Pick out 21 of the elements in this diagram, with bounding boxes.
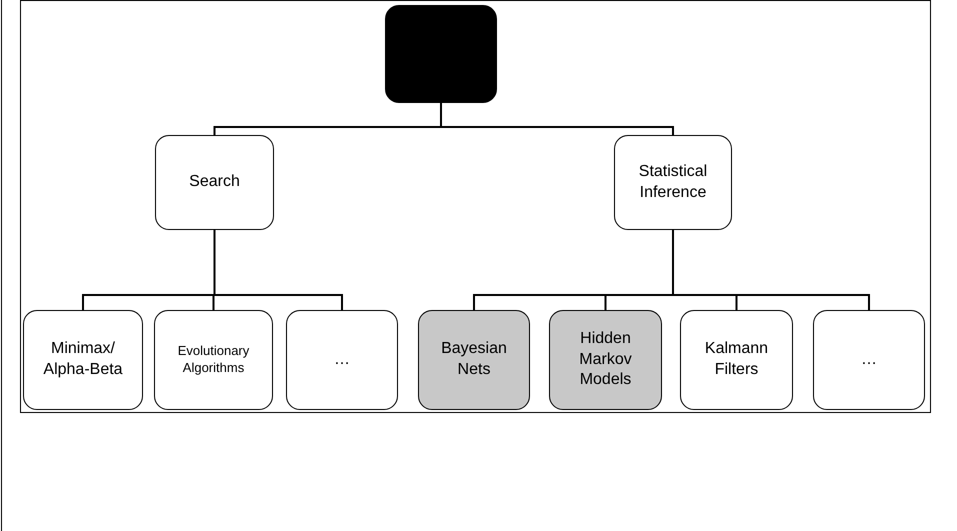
node-label: Evolutionary Algorithms bbox=[176, 343, 250, 377]
node-label: Statistical Inference bbox=[638, 162, 708, 202]
node-label: Bayesian Nets bbox=[440, 339, 508, 380]
connector-line bbox=[440, 103, 674, 135]
rounded-box bbox=[680, 310, 793, 410]
node-label: … bbox=[861, 350, 877, 370]
rounded-box bbox=[549, 310, 662, 410]
node-label: Minimax/ Alpha-Beta bbox=[42, 339, 124, 380]
node-label: … bbox=[334, 350, 350, 370]
node-label: Hidden Markov Models bbox=[578, 328, 633, 390]
filled-box bbox=[385, 5, 497, 103]
rounded-box bbox=[155, 135, 274, 230]
rounded-box bbox=[418, 310, 530, 410]
node-label: Search bbox=[189, 172, 240, 192]
rounded-box bbox=[813, 310, 925, 410]
connector-line bbox=[672, 230, 870, 310]
rounded-box bbox=[23, 310, 143, 410]
rounded-box bbox=[154, 310, 273, 410]
rounded-box bbox=[614, 135, 732, 230]
rounded-box bbox=[286, 310, 398, 410]
node-label: Kalmann Filters bbox=[704, 339, 770, 380]
